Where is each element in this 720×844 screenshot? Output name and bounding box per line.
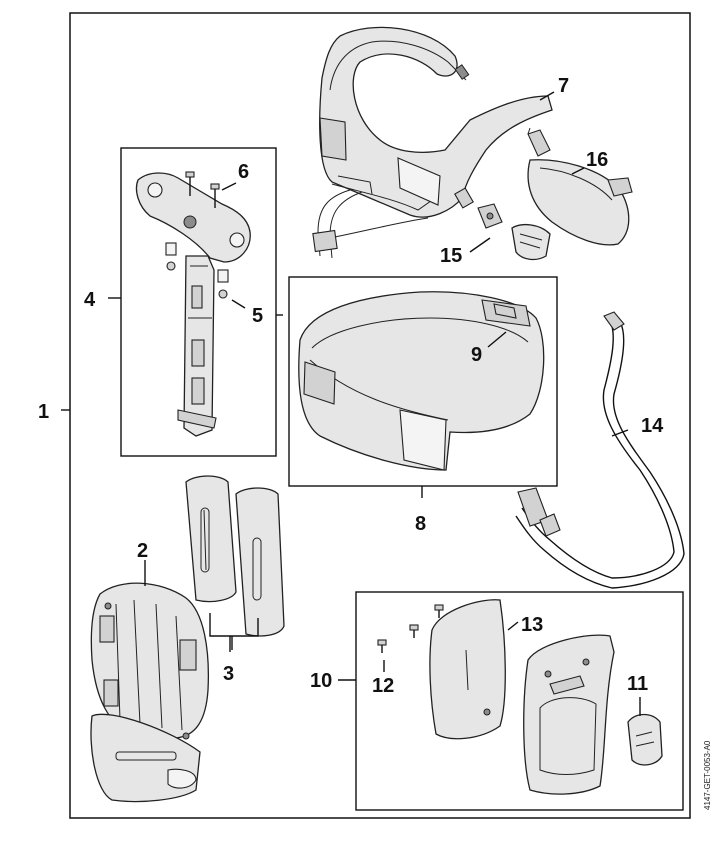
callout-12: 12 [372, 675, 394, 697]
callout-6: 6 [238, 161, 249, 183]
callout-4: 4 [84, 289, 96, 311]
callout-16: 16 [586, 149, 608, 171]
callout-5: 5 [252, 305, 263, 327]
back-plate-part [90, 582, 209, 803]
slotted-pads-part [185, 475, 285, 637]
callout-1: 1 [38, 401, 49, 423]
screw-1 [185, 171, 195, 196]
pad-part [527, 127, 633, 246]
callout-13: 13 [521, 614, 543, 636]
callout-14: 14 [641, 415, 664, 437]
callout-15: 15 [440, 245, 462, 267]
screws-part [377, 604, 444, 653]
callout-2: 2 [137, 540, 148, 562]
box-plate-assembly [120, 147, 277, 457]
buckle-clips-part [477, 203, 551, 261]
callout-8: 8 [415, 513, 426, 535]
screw-2 [210, 183, 220, 208]
cover-plate-part [429, 599, 506, 740]
reference-code: 4147-GET-0053-A0 [703, 740, 712, 810]
callout-9: 9 [471, 344, 482, 366]
long-strap-part [515, 311, 685, 589]
callout-7: 7 [558, 75, 569, 97]
clip-part [627, 713, 663, 766]
plate-assembly-part [135, 171, 251, 437]
outer-frame [69, 12, 691, 819]
callout-10: 10 [310, 670, 332, 692]
shoulder-harness-part [312, 26, 553, 259]
box-hip-belt [288, 276, 558, 487]
callout-3: 3 [223, 663, 234, 685]
hip-belt-part [298, 291, 545, 471]
box-attachment-kit [355, 591, 684, 811]
bracket-part [523, 634, 615, 795]
callout-11: 11 [627, 673, 648, 695]
